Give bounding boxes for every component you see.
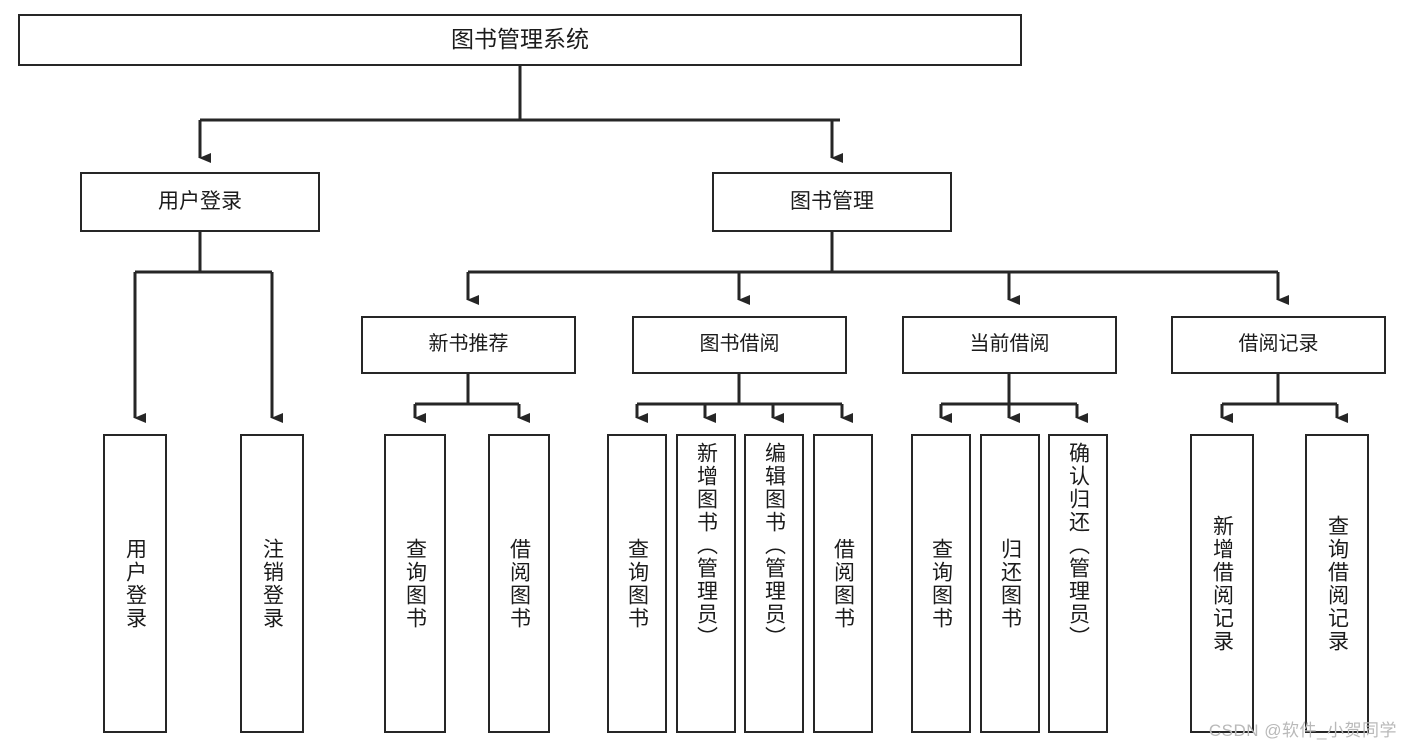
node-leaf-edit-book-label: 编辑图书（管理员）: [762, 442, 786, 649]
node-leaf-add-record-label: 新增借阅记录: [1210, 514, 1234, 653]
node-root[interactable]: 图书管理系统: [18, 14, 1022, 66]
node-leaf-query-record-label: 查询借阅记录: [1325, 514, 1349, 653]
node-leaf-query-book-2[interactable]: 查询图书: [607, 434, 667, 733]
node-book-borrow[interactable]: 图书借阅: [632, 316, 847, 374]
node-leaf-borrow-book-2[interactable]: 借阅图书: [813, 434, 873, 733]
node-borrow-record-label: 借阅记录: [1238, 333, 1319, 356]
node-book-borrow-label: 图书借阅: [699, 333, 780, 356]
node-book-management[interactable]: 图书管理: [712, 172, 952, 232]
node-leaf-add-book[interactable]: 新增图书（管理员）: [676, 434, 736, 733]
node-current-borrow[interactable]: 当前借阅: [902, 316, 1117, 374]
node-leaf-edit-book[interactable]: 编辑图书（管理员）: [744, 434, 804, 733]
node-leaf-user-login[interactable]: 用户登录: [103, 434, 167, 733]
node-leaf-borrow-book-1[interactable]: 借阅图书: [488, 434, 550, 733]
node-leaf-add-book-label: 新增图书（管理员）: [694, 442, 718, 649]
node-leaf-query-book-1[interactable]: 查询图书: [384, 434, 446, 733]
node-root-label: 图书管理系统: [451, 26, 589, 53]
node-new-book-recommend[interactable]: 新书推荐: [361, 316, 576, 374]
node-leaf-query-record[interactable]: 查询借阅记录: [1305, 434, 1369, 733]
node-leaf-query-book-3[interactable]: 查询图书: [911, 434, 971, 733]
node-borrow-record[interactable]: 借阅记录: [1171, 316, 1386, 374]
node-leaf-confirm-return-label: 确认归还（管理员）: [1066, 442, 1090, 649]
node-leaf-query-book-2-label: 查询图书: [625, 537, 649, 630]
node-leaf-return-book-label: 归还图书: [998, 537, 1022, 630]
node-book-management-label: 图书管理: [790, 189, 874, 213]
node-leaf-query-book-3-label: 查询图书: [929, 537, 953, 630]
node-leaf-borrow-book-1-label: 借阅图书: [507, 537, 531, 630]
node-user-login[interactable]: 用户登录: [80, 172, 320, 232]
node-leaf-query-book-1-label: 查询图书: [403, 537, 427, 630]
node-leaf-user-login-label: 用户登录: [123, 537, 147, 630]
node-leaf-logout-login-label: 注销登录: [260, 537, 284, 630]
node-leaf-add-record[interactable]: 新增借阅记录: [1190, 434, 1254, 733]
watermark-text: CSDN @软件_小贺同学: [1208, 721, 1397, 740]
node-leaf-return-book[interactable]: 归还图书: [980, 434, 1040, 733]
node-current-borrow-label: 当前借阅: [969, 333, 1050, 356]
node-leaf-logout-login[interactable]: 注销登录: [240, 434, 304, 733]
node-leaf-confirm-return[interactable]: 确认归还（管理员）: [1048, 434, 1108, 733]
node-leaf-borrow-book-2-label: 借阅图书: [831, 537, 855, 630]
node-new-book-recommend-label: 新书推荐: [428, 333, 509, 356]
node-user-login-label: 用户登录: [158, 189, 242, 213]
